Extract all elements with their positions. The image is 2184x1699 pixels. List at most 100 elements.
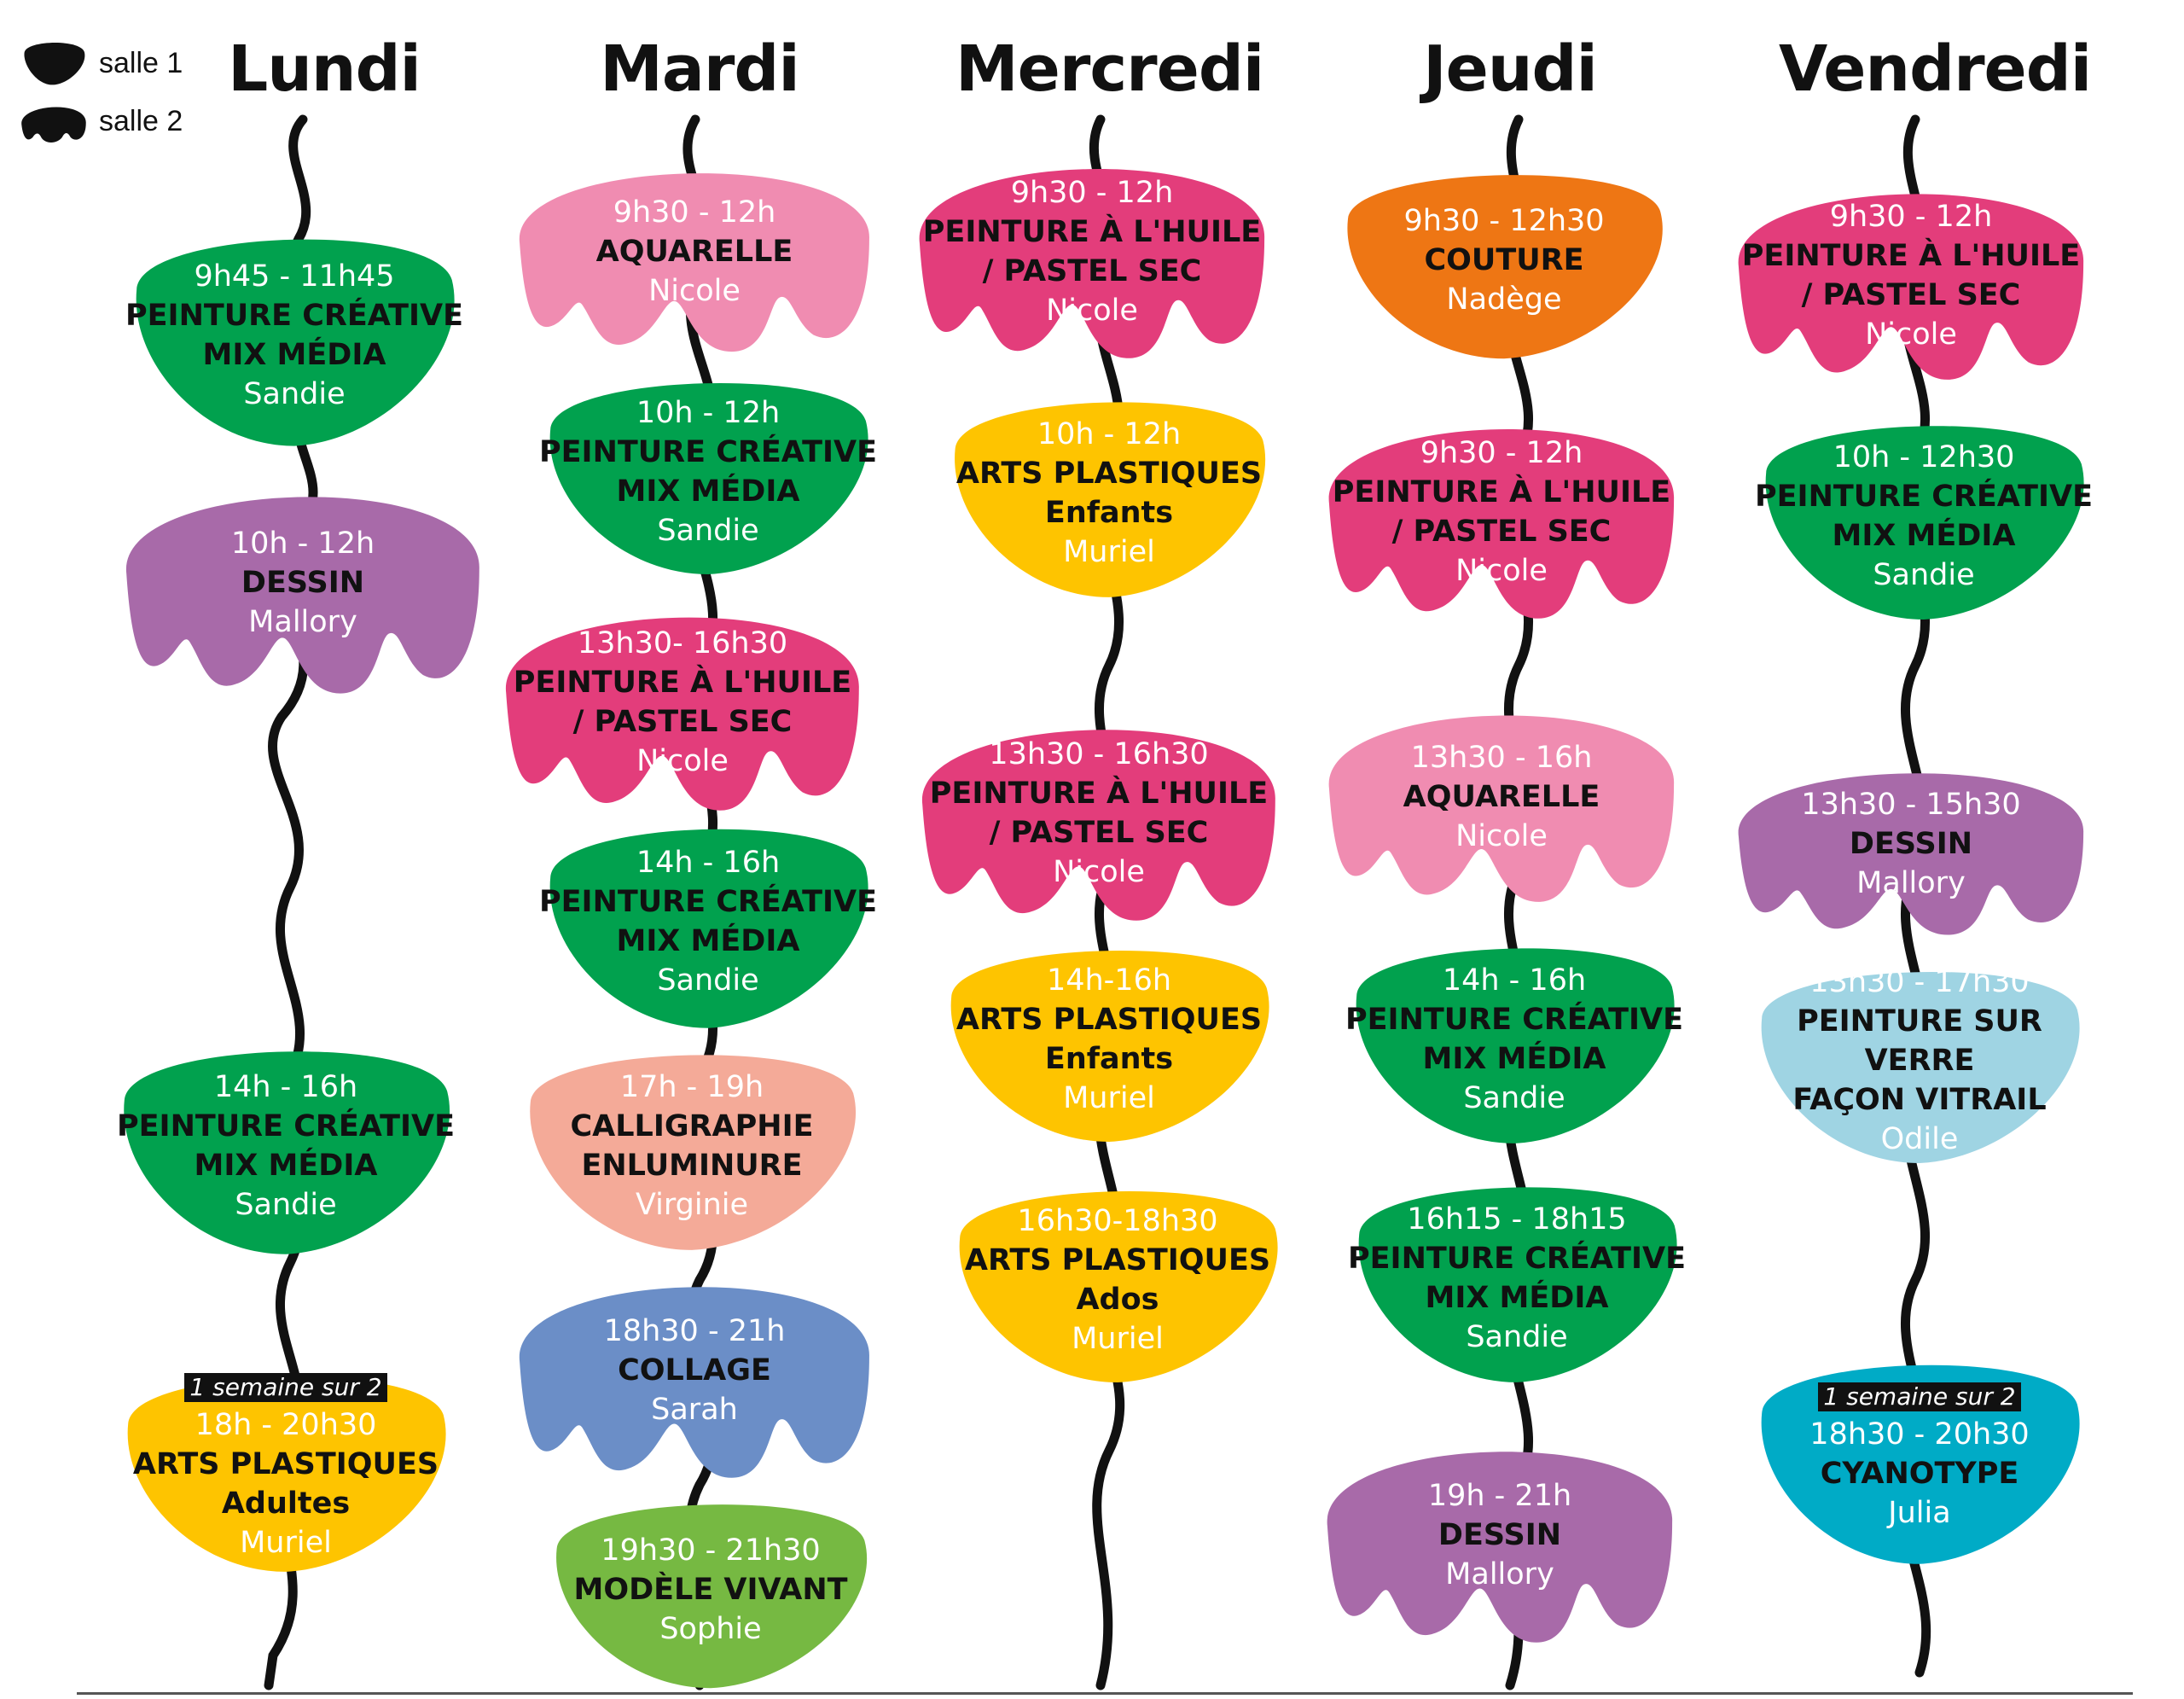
class-time: 13h30 - 15h30 bbox=[1801, 788, 2021, 822]
class-title: PEINTURE CRÉATIVE bbox=[125, 299, 464, 333]
class-time: 9h30 - 12h bbox=[1010, 176, 1174, 210]
blob-shape bbox=[549, 829, 868, 1028]
class-title: PEINTURE CRÉATIVE bbox=[116, 1108, 456, 1143]
flower-shape bbox=[1328, 715, 1675, 902]
class-teacher: Muriel bbox=[240, 1525, 332, 1560]
class-time: 18h - 20h30 bbox=[195, 1407, 377, 1442]
class-title: PEINTURE À L'HUILE bbox=[922, 215, 1262, 249]
class-title: PEINTURE CRÉATIVE bbox=[1754, 479, 2094, 514]
class-title: ARTS PLASTIQUES bbox=[132, 1446, 439, 1481]
blob-shape bbox=[1765, 426, 2084, 620]
blob-shape bbox=[1761, 1364, 2080, 1564]
class-title: PEINTURE À L'HUILE bbox=[929, 777, 1269, 811]
day-header-mercredi: Mercredi bbox=[956, 32, 1264, 106]
class-title: PEINTURE À L'HUILE bbox=[1332, 475, 1671, 509]
class-time: 9h30 - 12h30 bbox=[1403, 204, 1605, 238]
room-legend: salle 1 salle 2 bbox=[19, 34, 183, 150]
class-time: 16h30-18h30 bbox=[1017, 1204, 1218, 1238]
class-title: COLLAGE bbox=[618, 1353, 771, 1388]
class-title: DESSIN bbox=[241, 566, 365, 600]
legend-label: salle 1 bbox=[99, 46, 183, 79]
class-audience: Enfants bbox=[1044, 495, 1174, 530]
legend-item-salle-1: salle 1 bbox=[19, 34, 183, 92]
class-teacher: Mallory bbox=[1445, 1557, 1554, 1591]
class-time: 14h - 16h bbox=[1442, 963, 1587, 998]
class-title: ENLUMINURE bbox=[581, 1148, 803, 1183]
class-title: PEINTURE À L'HUILE bbox=[1741, 238, 2081, 273]
class-teacher: Sandie bbox=[1873, 557, 1975, 592]
class-teacher: Muriel bbox=[1063, 1081, 1155, 1115]
class-title: AQUARELLE bbox=[595, 234, 793, 269]
class-title: / PASTEL SEC bbox=[1391, 515, 1612, 549]
class-time: 9h30 - 12h bbox=[1420, 436, 1583, 470]
flower-shape bbox=[1328, 429, 1675, 619]
class-teacher: Nadège bbox=[1446, 282, 1562, 317]
class-title: MIX MÉDIA bbox=[616, 474, 800, 509]
class-time: 14h - 16h bbox=[213, 1069, 358, 1104]
class-teacher: Odile bbox=[1880, 1122, 1959, 1156]
class-title: PEINTURE CRÉATIVE bbox=[1345, 1002, 1684, 1037]
class-teacher: Mallory bbox=[248, 605, 357, 639]
class-teacher: Nicole bbox=[636, 743, 729, 778]
class-time: 9h30 - 12h bbox=[1829, 199, 1993, 234]
class-title: / PASTEL SEC bbox=[989, 816, 1209, 850]
class-title: MIX MÉDIA bbox=[616, 924, 800, 958]
legend-item-salle-2: salle 2 bbox=[19, 92, 183, 150]
blob-shape bbox=[1356, 948, 1675, 1143]
class-teacher: Nicole bbox=[648, 273, 741, 308]
class-time: 19h - 21h bbox=[1427, 1479, 1572, 1513]
class-teacher: Nicole bbox=[1455, 819, 1548, 853]
class-time: 13h30- 16h30 bbox=[577, 625, 788, 660]
class-title: PEINTURE CRÉATIVE bbox=[538, 885, 878, 919]
class-time: 13h30 - 16h30 bbox=[989, 737, 1209, 771]
class-audience: Enfants bbox=[1044, 1042, 1174, 1076]
class-title: FAÇON VITRAIL bbox=[1792, 1083, 2047, 1117]
class-title: DESSIN bbox=[1849, 827, 1973, 861]
flower-shape bbox=[1327, 1452, 1673, 1643]
class-title: PEINTURE CRÉATIVE bbox=[538, 435, 878, 469]
class-time: 14h - 16h bbox=[636, 846, 781, 880]
blob-shape bbox=[950, 950, 1269, 1142]
class-teacher: Julia bbox=[1888, 1496, 1951, 1530]
class-time: 16h15 - 18h15 bbox=[1407, 1202, 1627, 1236]
flower-shape bbox=[921, 730, 1275, 921]
flower-shape bbox=[1738, 194, 2084, 380]
